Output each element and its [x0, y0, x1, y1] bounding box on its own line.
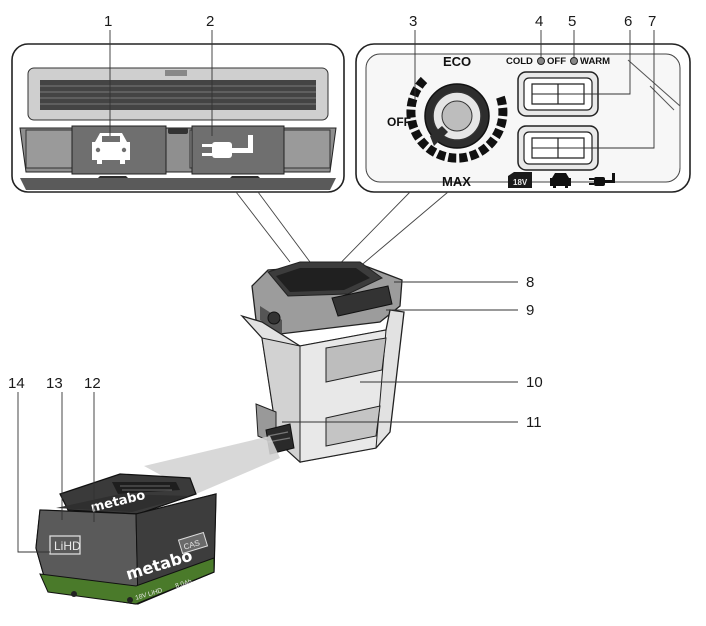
eco-label: ECO — [443, 54, 471, 69]
lihd-text: LiHD — [54, 539, 81, 553]
warm-label: WARM — [580, 56, 610, 67]
cold-label: COLD — [506, 56, 533, 67]
battery-18v-icon: 18V — [508, 172, 532, 188]
callout-4: 4 — [535, 13, 543, 30]
callout-1: 1 — [104, 13, 112, 30]
control-panel-detail: ECO OFF MAX COLD OFF WARM 18V — [355, 43, 691, 193]
battery-badge-text: 18V — [513, 178, 528, 187]
callout-7: 7 — [648, 13, 656, 30]
callout-12: 12 — [84, 375, 101, 392]
callout-2: 2 — [206, 13, 214, 30]
callout-6: 6 — [624, 13, 632, 30]
callout-numbers: 1 2 3 4 5 6 7 8 9 10 11 12 13 14 — [8, 13, 656, 431]
car-icon-small — [550, 173, 571, 188]
plug-icon-small — [589, 173, 615, 186]
callout-13: 13 — [46, 375, 63, 392]
warm-led — [570, 57, 578, 65]
capacity-text: 8.0Ah — [175, 578, 194, 590]
callout-10: 10 — [526, 374, 543, 391]
callout-8: 8 — [526, 274, 534, 291]
cas-badge — [177, 531, 209, 555]
lihd-badge — [49, 535, 81, 555]
mode-off-label: OFF — [547, 56, 566, 67]
cold-led — [537, 57, 545, 65]
callout-11: 11 — [526, 414, 542, 431]
rotary-knob[interactable] — [406, 76, 508, 163]
max-label: MAX — [442, 174, 471, 189]
callout-14: 14 — [8, 375, 25, 392]
callout-5: 5 — [568, 13, 576, 30]
off-label: OFF — [387, 115, 411, 129]
battery-pack: metabo LiHD metabo CAS 18V LiHD 8.0Ah — [35, 473, 217, 605]
callout-9: 9 — [526, 302, 534, 319]
cold-warm-switch[interactable] — [517, 71, 599, 117]
callout-3: 3 — [409, 13, 417, 30]
car-icon — [92, 133, 130, 164]
leader-lines — [17, 30, 655, 553]
plug-icon — [202, 135, 253, 158]
cooler-box — [239, 261, 405, 464]
power-source-switch[interactable] — [517, 125, 599, 171]
lid-detail-panel — [11, 43, 345, 193]
